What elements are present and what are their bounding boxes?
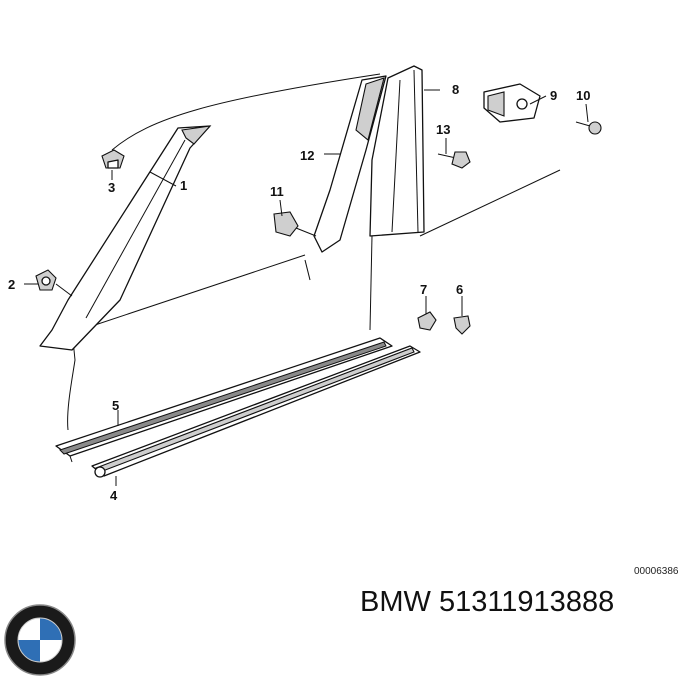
callout-12: 12 — [300, 148, 314, 163]
bmw-roundel-icon — [4, 604, 76, 676]
drawing-number: 00006386 — [634, 566, 679, 577]
a-pillar-trim — [39, 125, 212, 351]
callout-7: 7 — [420, 282, 427, 297]
screw-part-13 — [437, 151, 471, 169]
callout-13: 13 — [436, 122, 450, 137]
footer-title: BMW 51311913888 — [360, 586, 614, 619]
leader-lines — [24, 89, 589, 486]
clip-part-3 — [101, 149, 125, 169]
screw-part-10 — [575, 121, 602, 135]
callout-4: 4 — [110, 488, 118, 503]
body-outline — [67, 73, 561, 431]
clip-part-11 — [273, 211, 317, 237]
clip-part-2 — [35, 269, 57, 291]
callout-labels: 1 2 3 4 5 6 7 8 9 10 11 12 13 00006386 — [8, 82, 679, 577]
callout-8: 8 — [452, 82, 459, 97]
callout-3: 3 — [108, 180, 115, 195]
callout-5: 5 — [112, 398, 119, 413]
callout-2: 2 — [8, 277, 15, 292]
b-pillar-trim — [369, 65, 425, 237]
sill-trim-part-4 — [91, 345, 421, 478]
sill-strip-part-5 — [55, 337, 393, 463]
fastener-part-6 — [453, 315, 471, 335]
bracket-part-9 — [483, 83, 541, 123]
callout-1: 1 — [180, 178, 187, 193]
part-number: 51311913888 — [438, 586, 615, 618]
fastener-part-7 — [417, 311, 437, 331]
callout-11: 11 — [270, 184, 284, 199]
brand-name: BMW — [360, 586, 431, 618]
callout-6: 6 — [456, 282, 463, 297]
b-pillar-front-trim — [313, 75, 387, 253]
callout-10: 10 — [576, 88, 590, 103]
callout-9: 9 — [550, 88, 557, 103]
